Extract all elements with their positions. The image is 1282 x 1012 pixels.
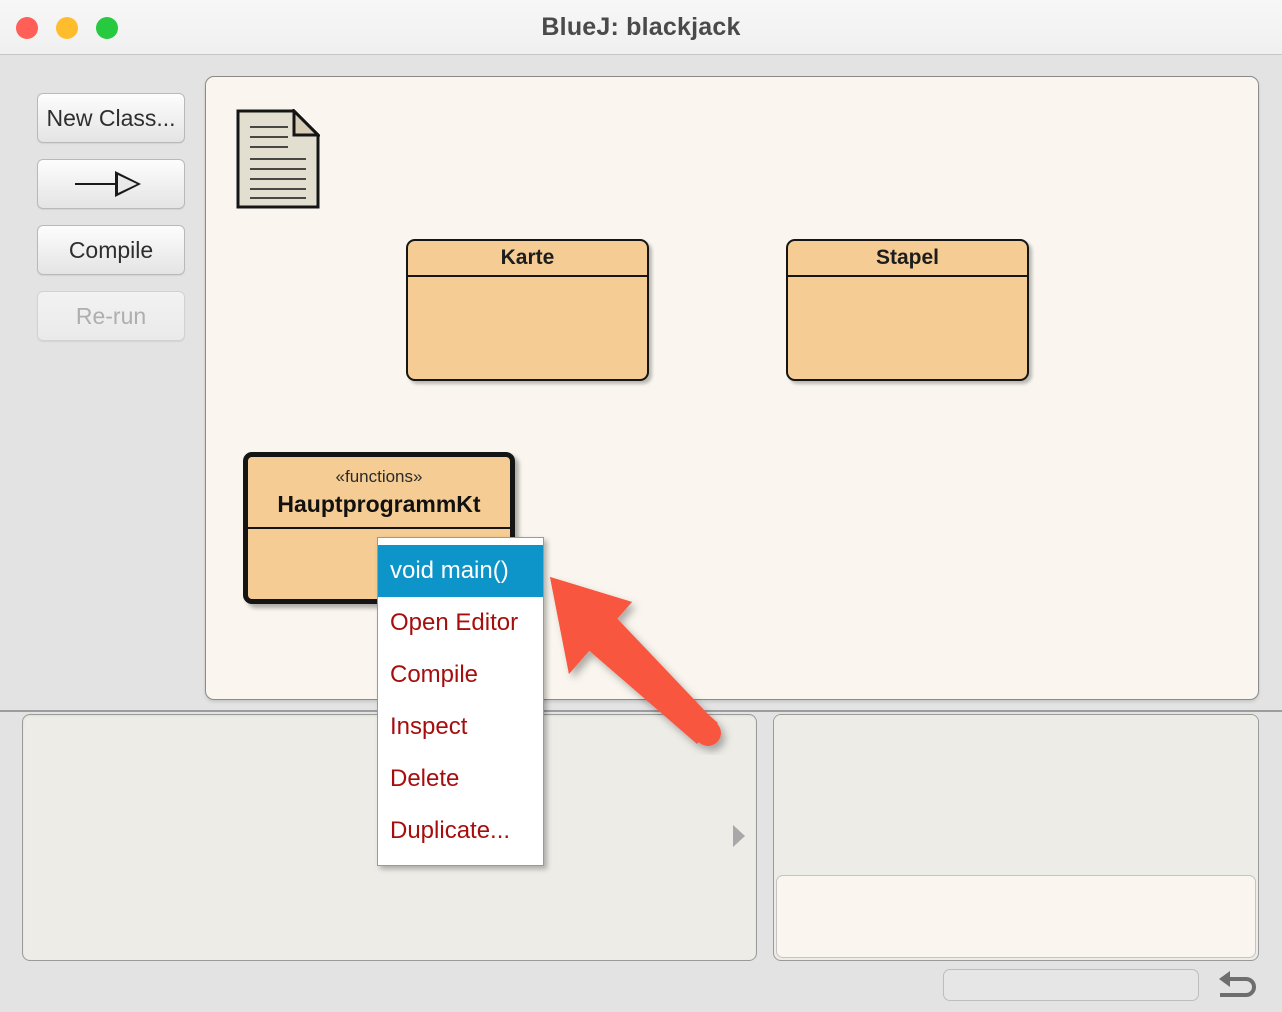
return-arrow-icon[interactable] — [1216, 965, 1256, 1005]
class-diagram-panel[interactable]: Karte Stapel «functions» HauptprogrammKt — [205, 76, 1259, 700]
new-class-button[interactable]: New Class... — [37, 93, 185, 143]
class-context-menu[interactable]: void main() Open Editor Compile Inspect … — [377, 537, 544, 866]
left-toolbar: New Class... Compile Re-run — [0, 55, 196, 731]
panel-divider[interactable] — [0, 710, 1282, 712]
menu-item-compile[interactable]: Compile — [390, 661, 479, 688]
menu-item-duplicate[interactable]: Duplicate... — [390, 817, 511, 844]
class-header: «functions» HauptprogrammKt — [248, 457, 510, 529]
terminal-input-area[interactable] — [776, 875, 1256, 958]
triangle-right-icon[interactable] — [733, 825, 745, 847]
arrow-right-icon — [75, 169, 147, 199]
window-title: BlueJ: blackjack — [541, 13, 741, 41]
class-name: Karte — [408, 241, 647, 277]
class-box-stapel[interactable]: Stapel — [786, 239, 1029, 381]
window-controls — [16, 17, 118, 39]
menu-item-delete[interactable]: Delete — [390, 765, 460, 792]
maximize-window-button[interactable] — [96, 17, 118, 39]
rerun-label: Re-run — [75, 302, 147, 329]
terminal-panel[interactable] — [773, 714, 1259, 961]
class-name: HauptprogrammKt — [277, 491, 481, 517]
readme-document-icon[interactable] — [236, 109, 320, 209]
rerun-button[interactable]: Re-run — [37, 291, 185, 341]
compile-button[interactable]: Compile — [37, 225, 185, 275]
class-stereotype: «functions» — [335, 467, 423, 486]
close-window-button[interactable] — [16, 17, 38, 39]
progress-bar — [943, 969, 1199, 1001]
menu-item-inspect[interactable]: Inspect — [390, 713, 468, 740]
new-class-label: New Class... — [46, 104, 176, 131]
class-name: Stapel — [788, 241, 1027, 277]
new-uses-arrow-button[interactable] — [37, 159, 185, 209]
terminal-output-area — [774, 715, 1258, 873]
menu-item-void-main[interactable]: void main() — [378, 545, 543, 597]
class-box-karte[interactable]: Karte — [406, 239, 649, 381]
menu-item-open-editor[interactable]: Open Editor — [390, 609, 519, 636]
minimize-window-button[interactable] — [56, 17, 78, 39]
title-bar: BlueJ: blackjack — [0, 0, 1282, 55]
compile-label: Compile — [68, 236, 154, 263]
